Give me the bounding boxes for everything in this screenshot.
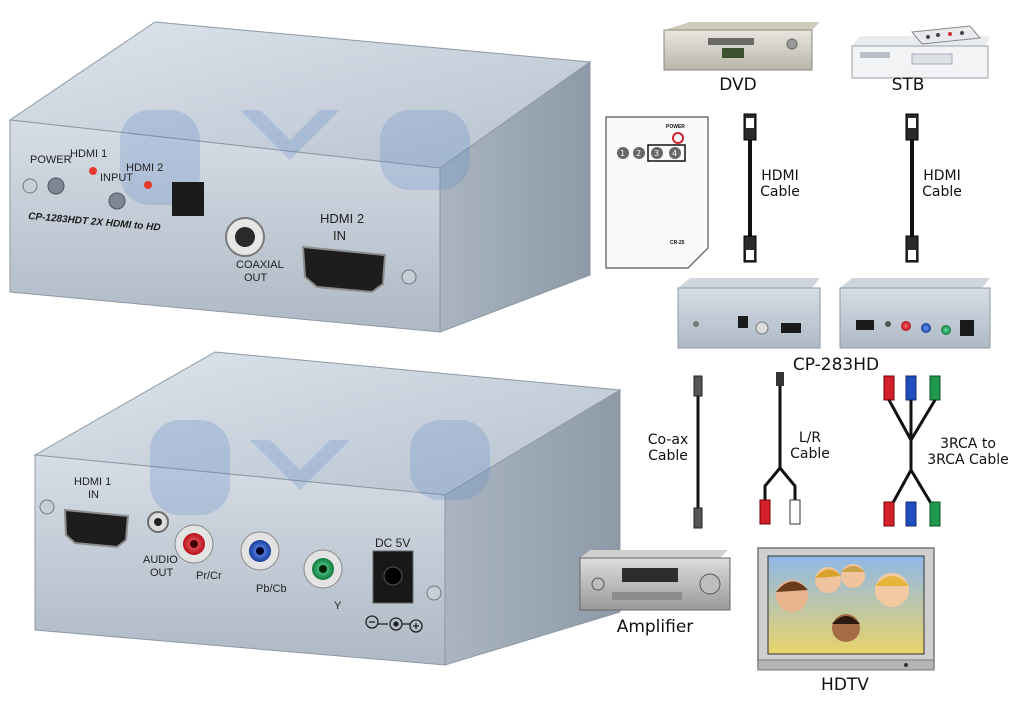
dc-label: DC 5V bbox=[375, 536, 410, 550]
remote-model: CR-25 bbox=[670, 240, 685, 246]
remote-card: POWER 1 2 3 4 CR-25 bbox=[605, 116, 709, 269]
rear-unit: HDMI 1 IN AUDIO OUT Pr/Cr Pb/Cb Y DC 5V bbox=[33, 351, 622, 666]
hdmi-cable-dvd bbox=[743, 113, 757, 263]
power-label: POWER bbox=[30, 154, 72, 166]
screw-icon bbox=[401, 269, 417, 285]
remote-button-2[interactable] bbox=[633, 147, 645, 159]
remote-button-4[interactable] bbox=[669, 147, 681, 159]
converter-front-thumb bbox=[677, 278, 821, 349]
rca-cable bbox=[883, 375, 941, 527]
optical-port bbox=[172, 182, 204, 216]
coaxial-out-label: OUT bbox=[244, 272, 268, 284]
input-label: INPUT bbox=[100, 172, 133, 184]
remote-button-3[interactable] bbox=[651, 147, 663, 159]
hdmi-cable-label-2: HDMI Cable bbox=[912, 168, 972, 200]
hdtv-icon bbox=[757, 547, 935, 671]
pr-cr-label: Pr/Cr bbox=[196, 570, 222, 582]
lr-cable-label: L/R Cable bbox=[782, 430, 838, 462]
remote-button-1-label: 1 bbox=[620, 149, 625, 158]
remote-button-1[interactable] bbox=[617, 147, 629, 159]
remote-power-label: POWER bbox=[666, 124, 685, 130]
lr-cable-label-line1: L/R bbox=[798, 430, 822, 446]
device-name-label: CP-283HD bbox=[792, 355, 880, 375]
hdmi2-led-label: HDMI 2 bbox=[126, 162, 163, 174]
remote-control-icon bbox=[911, 25, 981, 45]
y-label: Y bbox=[334, 600, 342, 612]
coax-cable-label: Co-ax Cable bbox=[638, 432, 698, 464]
remote-button-3-label: 3 bbox=[654, 149, 659, 158]
hdmi-cable-label-2-line1: HDMI bbox=[923, 168, 961, 184]
rca-cable-label: 3RCA to 3RCA Cable bbox=[918, 436, 1018, 468]
amplifier-icon bbox=[579, 550, 731, 611]
coax-cable-label-line1: Co-ax bbox=[647, 432, 689, 448]
hdmi1-led-label: HDMI 1 bbox=[70, 148, 107, 160]
hdmi2-label: HDMI 2 bbox=[320, 211, 364, 226]
lr-cable-label-line2: Cable bbox=[790, 446, 830, 463]
converter-rear-thumb bbox=[839, 278, 991, 349]
hdmi2-led bbox=[144, 181, 152, 189]
set-top-box-icon bbox=[851, 25, 990, 79]
hdmi2-in-label: IN bbox=[333, 228, 346, 243]
screw-icon bbox=[22, 178, 38, 194]
input-button[interactable] bbox=[108, 192, 126, 210]
hdmi-cable-label-1-line2: Cable bbox=[760, 184, 800, 201]
coax-cable bbox=[693, 375, 703, 529]
dvd-label: DVD bbox=[719, 75, 757, 95]
hdmi1-led bbox=[89, 167, 97, 175]
hdmi2-port bbox=[301, 245, 387, 294]
screw-icon bbox=[426, 585, 442, 601]
remote-power-icon[interactable] bbox=[672, 132, 684, 144]
rca-cable-label-line2: 3RCA Cable bbox=[927, 452, 1009, 469]
lr-cable bbox=[759, 372, 801, 525]
rca-cable-label-line1: 3RCA to bbox=[940, 436, 996, 452]
hdmi1-in-label: IN bbox=[88, 489, 99, 501]
pb-cb-label: Pb/Cb bbox=[256, 583, 287, 595]
polarity-icon bbox=[365, 615, 423, 633]
hdtv-label: HDTV bbox=[821, 675, 869, 695]
hdmi1-label: HDMI 1 bbox=[74, 476, 111, 488]
amplifier-label: Amplifier bbox=[616, 617, 694, 637]
screw-icon bbox=[39, 499, 55, 515]
audio-out-label: OUT bbox=[150, 567, 174, 579]
remote-button-2-label: 2 bbox=[636, 149, 641, 158]
dvd-player-icon bbox=[663, 22, 820, 71]
audio-label: AUDIO bbox=[143, 554, 178, 566]
front-unit: POWER HDMI 1 HDMI 2 INPUT CP-1283HDT 2X … bbox=[8, 21, 592, 333]
remote-button-4-label: 4 bbox=[672, 149, 677, 158]
coaxial-label: COAXIAL bbox=[236, 259, 284, 271]
hdmi1-port bbox=[63, 508, 130, 549]
hdmi-cable-label-1: HDMI Cable bbox=[750, 168, 810, 200]
hdmi-cable-label-1-line1: HDMI bbox=[761, 168, 799, 184]
coax-cable-label-line2: Cable bbox=[648, 448, 688, 465]
power-button[interactable] bbox=[47, 177, 65, 195]
hdmi-cable-label-2-line2: Cable bbox=[922, 184, 962, 201]
stb-label: STB bbox=[891, 75, 925, 95]
hdmi-cable-stb bbox=[905, 113, 919, 263]
